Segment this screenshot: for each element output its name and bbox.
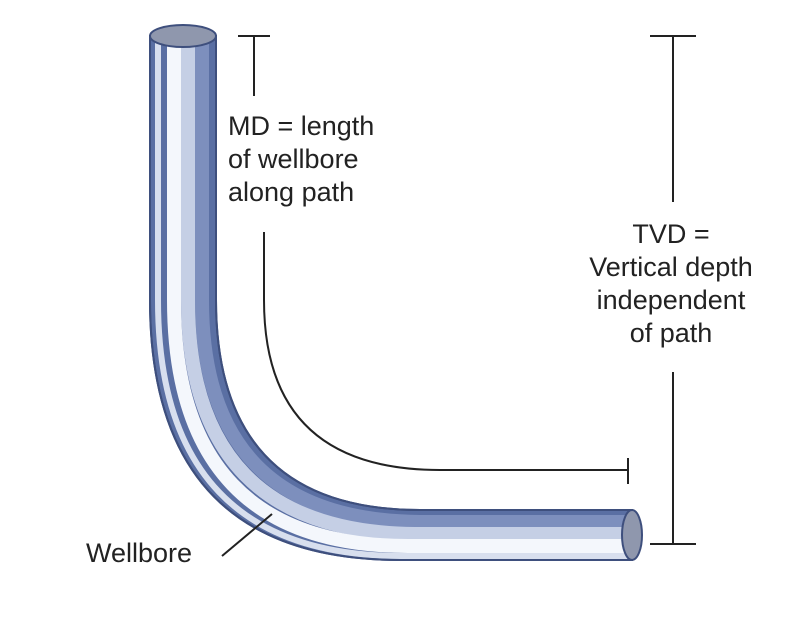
wellbore-leader-line: [221, 513, 273, 557]
md-label: MD = length of wellbore along path: [228, 110, 374, 209]
tvd-label-line-1: TVD =: [632, 219, 710, 249]
md-indicator: [238, 35, 629, 484]
wellbore-end-opening: [621, 509, 643, 561]
md-curve-line: [263, 232, 628, 471]
tvd-indicator: [650, 35, 696, 545]
wellbore-label: Wellbore: [86, 538, 193, 568]
tvd-label-line-4: of path: [629, 318, 713, 348]
md-label-line-2: of wellbore: [228, 144, 359, 174]
wellbore-pipe-outline-inner: [215, 36, 632, 511]
tvd-label-line-3: independent: [596, 285, 746, 315]
wellbore-top-opening: [149, 24, 217, 48]
wellbore-pipe-highlight: [167, 36, 632, 553]
wellbore-pipe-outline-outer: [149, 36, 632, 561]
wellbore-pipe-edge-light: [155, 36, 632, 559]
tvd-label-line-2: Vertical depth: [589, 252, 753, 282]
tvd-label: TVD = Vertical depth independent of path: [540, 218, 802, 350]
wellbore-pipe: [149, 24, 643, 561]
wellbore-pipe-midtone: [181, 36, 632, 541]
md-label-line-1: MD = length: [228, 111, 375, 141]
wellbore-pipe-shade: [195, 36, 632, 529]
md-label-line-3: along path: [228, 177, 355, 207]
